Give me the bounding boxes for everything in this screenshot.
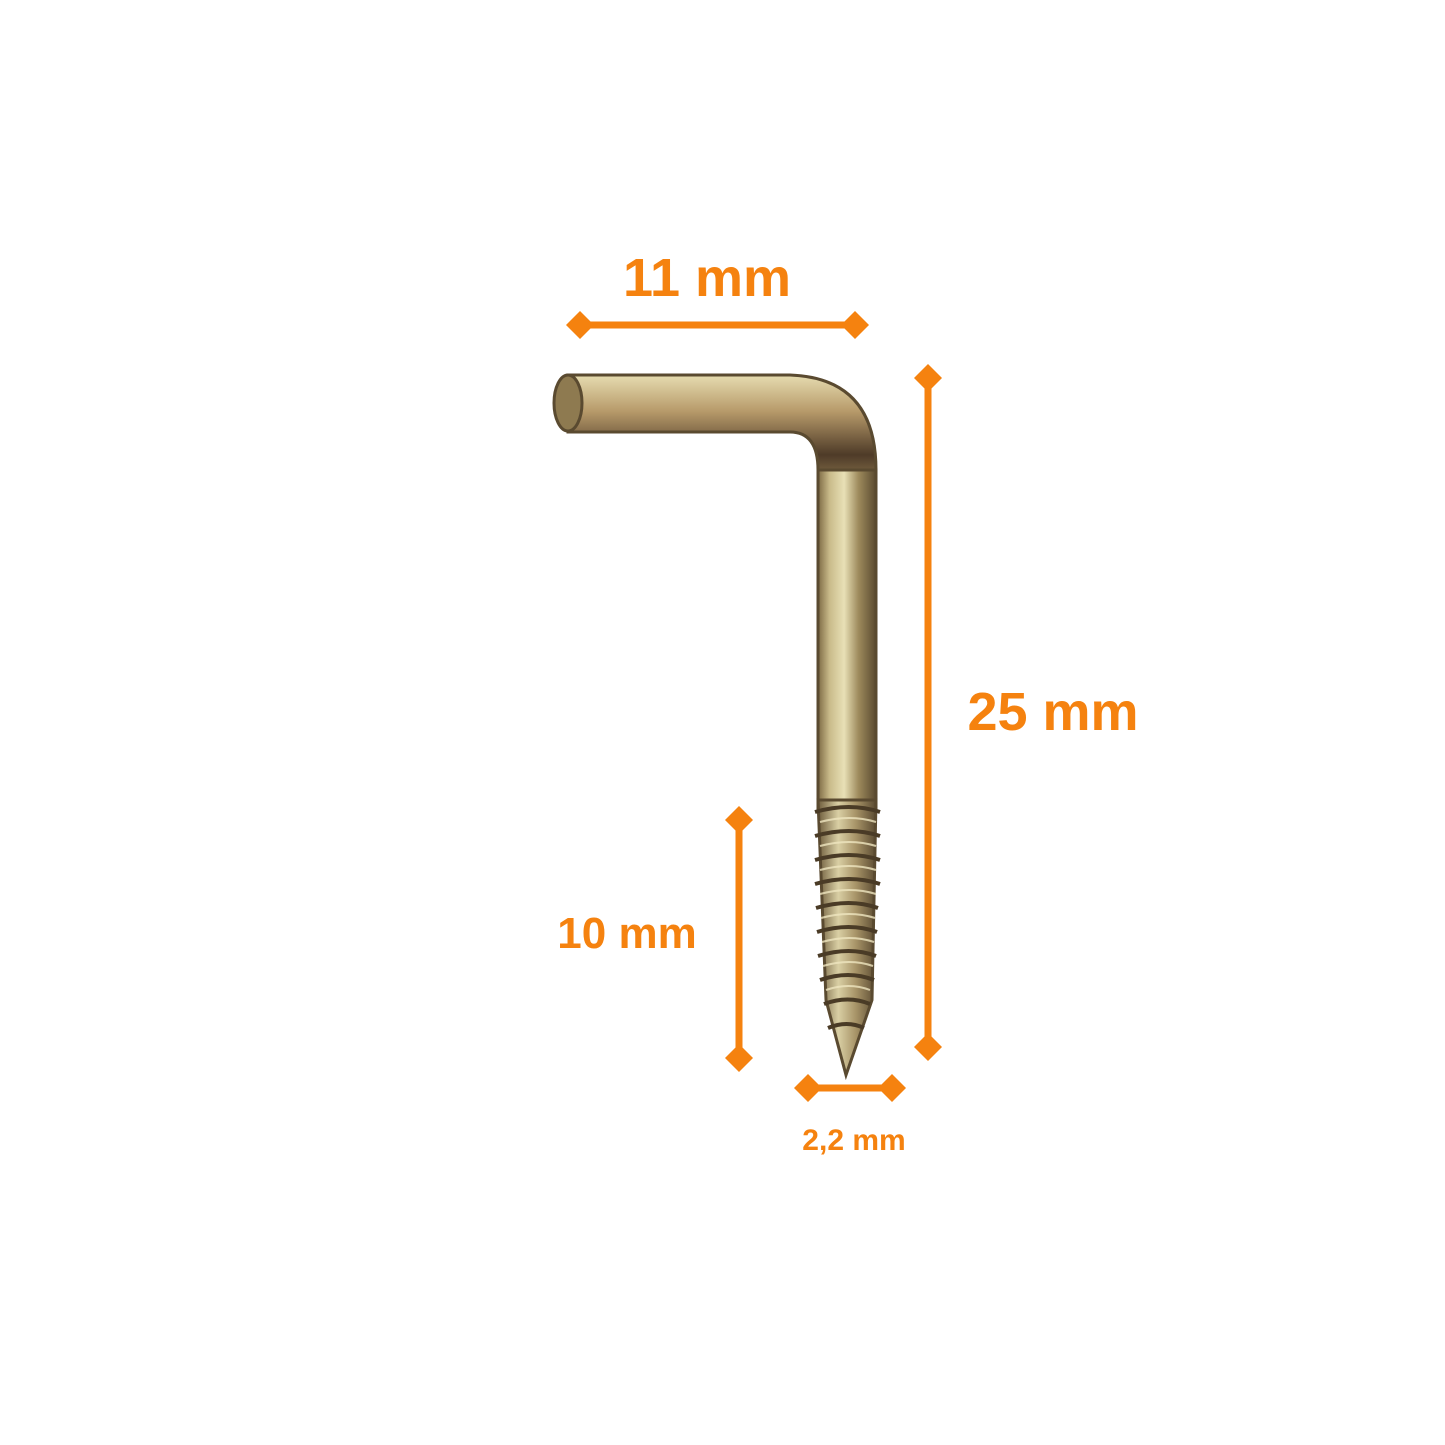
dimension-cap [914, 1033, 942, 1061]
hook-shank [816, 468, 878, 812]
dimension-length-label: 25 mm [967, 682, 1138, 742]
dimension-cap [878, 1074, 906, 1102]
screw-hook-image [552, 373, 881, 1081]
dimension-cap [794, 1074, 822, 1102]
dimension-cap [725, 806, 753, 834]
dimension-cap [914, 364, 942, 392]
hook-arm-end [552, 373, 584, 433]
dimension-diameter-label: 2,2 mm [802, 1124, 905, 1157]
hook-thread [814, 798, 881, 1081]
dimension-width-label: 11 mm [623, 248, 791, 308]
dimension-width: 11 mm [566, 248, 869, 339]
dimension-cap [725, 1044, 753, 1072]
dimension-cap [566, 311, 594, 339]
dimension-diameter: 2,2 mm [794, 1074, 906, 1157]
dimension-thread: 10 mm [557, 806, 753, 1072]
dimension-cap [841, 311, 869, 339]
dimension-length: 25 mm [914, 364, 1139, 1061]
dimension-thread-label: 10 mm [557, 909, 696, 958]
